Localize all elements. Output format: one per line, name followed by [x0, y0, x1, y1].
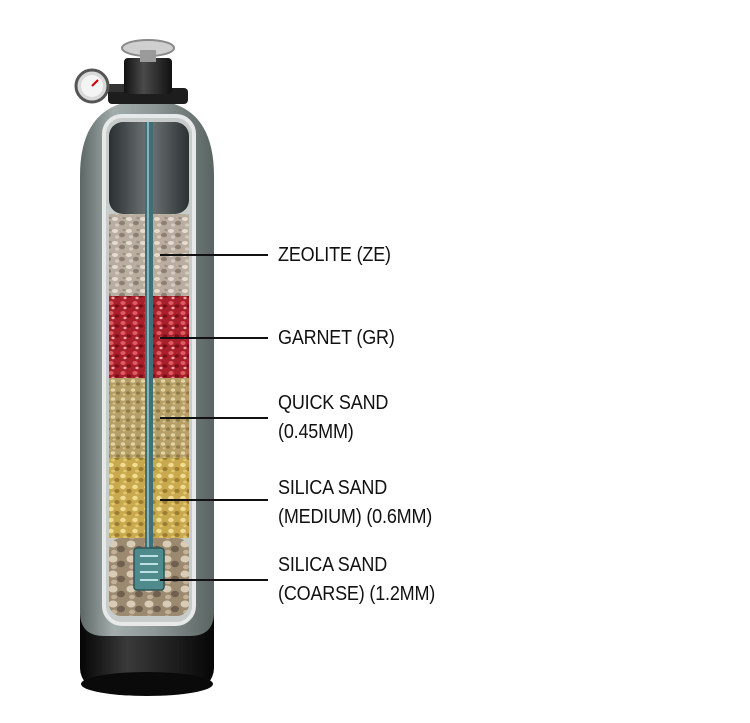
layer-label-garnet: GARNET (GR) — [278, 324, 395, 353]
valve-handle-icon — [121, 39, 175, 62]
pressure-gauge-icon — [74, 68, 124, 104]
layer-label-line: (COARSE) (1.2MM) — [278, 583, 436, 605]
layer-label-line: (MEDIUM) (0.6MM) — [278, 506, 433, 528]
layer-label-line: SILICA SAND — [278, 477, 388, 499]
layer-label-line: (0.45MM) — [278, 421, 354, 443]
layer-label-quick-sand: QUICK SAND (0.45MM) — [278, 389, 388, 447]
layer-label-zeolite: ZEOLITE (ZE) — [278, 241, 391, 270]
layer-label-silica-medium: SILICA SAND (MEDIUM) (0.6MM) — [278, 474, 432, 532]
layer-label-silica-coarse: SILICA SAND (COARSE) (1.2MM) — [278, 551, 435, 609]
valve-body — [124, 58, 172, 94]
layer-label-line: ZEOLITE (ZE) — [278, 244, 391, 266]
layer-label-line: SILICA SAND — [278, 554, 388, 576]
layer-label-line: GARNET (GR) — [278, 327, 395, 349]
strainer-icon — [133, 547, 165, 591]
layer-label-line: QUICK SAND — [278, 392, 389, 414]
